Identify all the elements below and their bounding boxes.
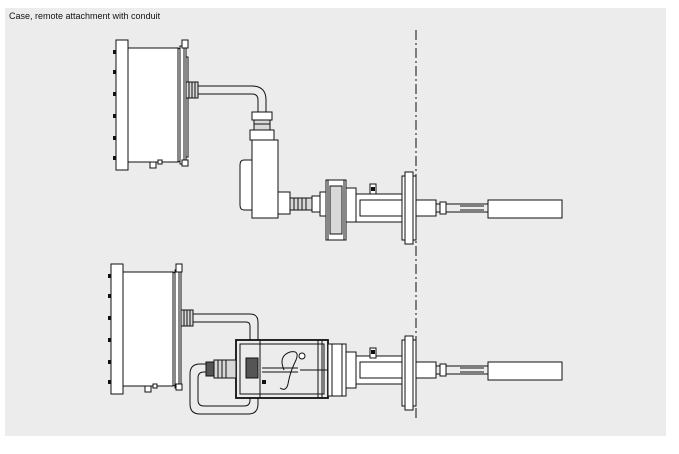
bottom-assembly xyxy=(108,263,563,415)
figure-caption: Case, remote attachment with conduit xyxy=(9,11,161,21)
bottom-upper-conduit xyxy=(180,309,259,340)
top-conduit xyxy=(185,81,275,141)
bottom-flange xyxy=(327,335,456,411)
top-probe xyxy=(456,199,563,219)
top-flange xyxy=(319,171,456,245)
bottom-loop-conduit xyxy=(189,363,259,415)
bottom-probe xyxy=(456,361,563,381)
bottom-housing xyxy=(108,263,183,395)
bottom-junction-box xyxy=(205,339,340,399)
top-elbow-box xyxy=(239,139,321,219)
top-assembly xyxy=(113,39,563,245)
top-housing xyxy=(113,39,189,171)
